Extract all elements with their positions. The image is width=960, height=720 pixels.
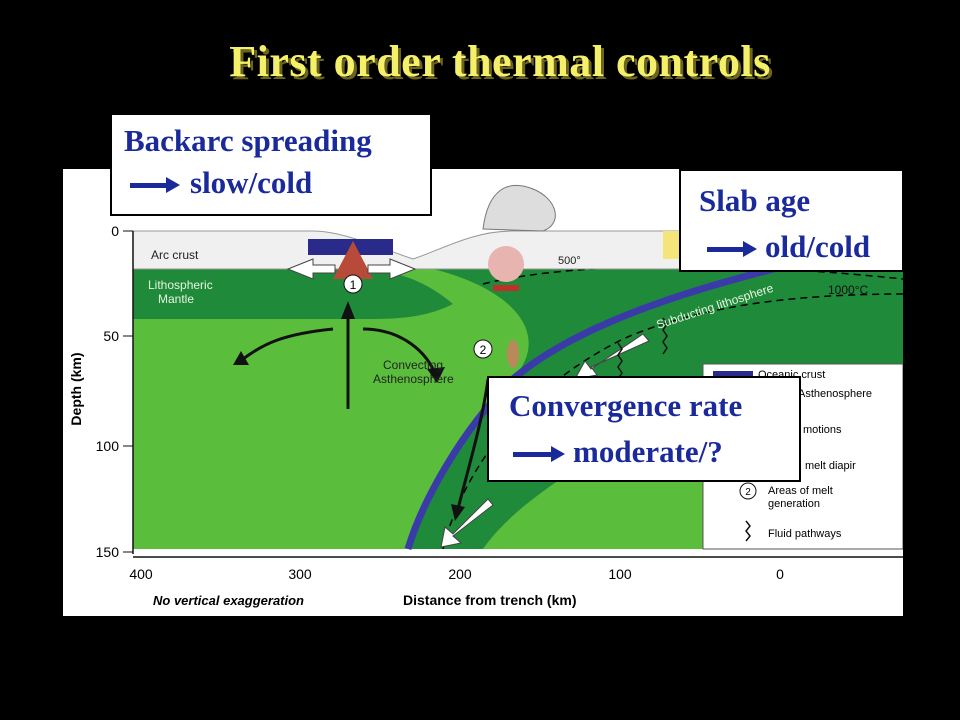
slab-dashed-line [442,293,903,550]
label-isotherm-500: 500° [558,255,581,267]
callout-convergence-value: moderate/? [573,434,723,469]
legend-item-6: generation [768,498,820,510]
y-tick-0: 0 [111,223,119,239]
legend-fluid-icon [745,520,751,542]
x-axis-label: Distance from trench (km) [403,592,576,608]
callout-slab-age-arrow [707,241,757,257]
callout-backarc-arrow [130,177,180,193]
melt-zone-1 [333,241,373,279]
callout-backarc-value: slow/cold [190,165,313,200]
x-tick-0: 0 [776,566,784,582]
legend-swatch-crust [713,371,753,377]
callout-slab-age-heading: Slab age [699,183,811,218]
downflow-arrowhead [451,504,465,521]
legend-item-5: Areas of melt [768,485,833,497]
melt-drop-1 [507,340,519,368]
callout-convergence-heading: Convergence rate [509,388,743,423]
slab-motion-arrow-2 [440,498,494,548]
label-asthenosphere: Asthenosphere [373,372,454,386]
callout-convergence: Convergence rate moderate/? [487,376,801,482]
marker-2 [473,339,493,359]
marker-1 [343,274,363,294]
legend-item-7: Fluid pathways [768,528,842,540]
spreading-arrow-left [286,258,336,280]
legend-item-4: melt diapir [805,460,856,472]
spreading-arrow-right [367,258,417,280]
legend-marker-circle [739,482,757,500]
exaggeration-note: No vertical exaggeration [153,593,304,608]
callout-slab-age-value: old/cold [765,229,871,264]
x-tick-100: 100 [608,566,632,582]
y-tick-50: 50 [103,328,119,344]
callout-convergence-arrow [513,446,565,462]
convection-arrow-left [242,327,334,361]
slide-title: First order thermal controls [229,37,771,86]
y-tick-150: 150 [96,544,120,560]
convection-arrow-right [362,327,437,375]
lithospheric-mantle-band [133,269,453,319]
melt-chamber [493,285,519,291]
label-isotherm-1000: 1000°C [828,283,868,297]
legend-marker-label: 2 [745,487,751,498]
convection-arrowhead-right [427,367,445,383]
legend-item-2: Asthenosphere [798,388,872,400]
downflow-arrow [456,378,490,510]
volcano-plume [482,184,556,232]
label-convecting: Convecting [383,358,443,372]
convection-arrowhead-left [233,351,249,365]
x-tick-300: 300 [288,566,312,582]
label-mantle: Mantle [158,292,194,306]
callout-backarc: Backarc spreading slow/cold [110,113,432,216]
fluid-pathway-2 [662,317,668,355]
callout-backarc-heading: Backarc spreading [124,123,372,158]
legend-item-3: motions [803,424,842,436]
x-tick-200: 200 [448,566,472,582]
marker-1-label: 1 [350,278,357,292]
upwelling-arrowhead [341,301,355,319]
fluid-pathway-1 [617,342,623,380]
label-arc-crust: Arc crust [151,248,199,262]
y-tick-100: 100 [96,438,120,454]
y-axis-label: Depth (km) [68,352,84,425]
x-tick-400: 400 [129,566,153,582]
callout-slab-age: Slab age old/cold [679,169,904,272]
marker-2-label: 2 [480,343,487,357]
melt-diapir [488,246,524,282]
label-lithospheric: Lithospheric [148,278,213,292]
